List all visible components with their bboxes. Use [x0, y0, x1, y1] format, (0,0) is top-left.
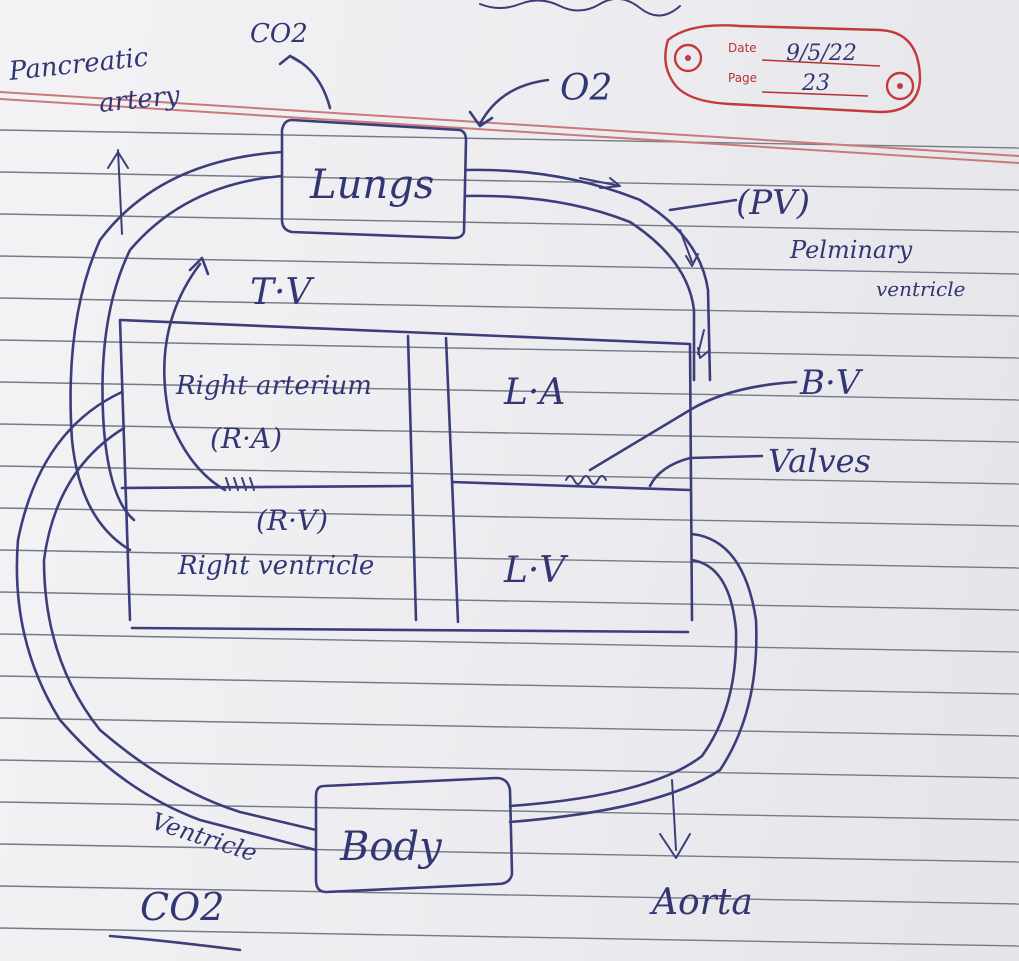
date-value: 9/5/22 [786, 41, 857, 66]
valves-pointer [648, 454, 764, 488]
aorta-vessel [508, 532, 758, 859]
ra-label: (R·A) [210, 422, 282, 455]
co2-top-label: CO2 [250, 19, 308, 49]
co2-bottom-label: CO2 [140, 885, 224, 929]
pancreatic-label-line1: Pancreatic [7, 42, 151, 87]
date-label: Date [728, 41, 757, 55]
lungs-box: Lungs [280, 118, 468, 240]
rv-label: (R·V) [256, 504, 328, 537]
o2-top-label: O2 [560, 68, 612, 109]
vena-cava-vessel [15, 390, 318, 852]
o2-top-arrow [468, 78, 550, 128]
body-label: Body [339, 824, 443, 870]
lv-label: L·V [503, 550, 569, 591]
page-value: 23 [801, 71, 830, 96]
right-ventricle-label: Right ventricle [177, 551, 374, 581]
co2-top-arrow [278, 54, 332, 110]
tv-arrow [162, 256, 227, 492]
margin-lines [0, 91, 1019, 164]
pancreatic-label-line2: artery [98, 81, 182, 119]
bv-label: B·V [799, 363, 864, 403]
top-scribble [479, 0, 681, 17]
date-page-stamp: Date Page 9/5/22 23 [664, 24, 922, 114]
co2-bottom-underline [108, 934, 242, 952]
valves-label: Valves [768, 442, 871, 480]
aorta-label: Aorta [649, 882, 753, 923]
la-label: L·A [503, 372, 565, 413]
mitral-valve-mark [565, 475, 607, 485]
pulmonary-label-line2: ventricle [876, 277, 965, 301]
lungs-label: Lungs [309, 162, 434, 208]
pulmonary-label-line1: Pelminary [789, 236, 913, 264]
tv-label: T·V [250, 272, 315, 313]
pv-pointer [668, 198, 738, 212]
page-label: Page [728, 71, 757, 85]
tricuspid-valve-mark [225, 477, 255, 491]
pv-label: (PV) [736, 183, 810, 223]
right-atrium-label: Right arterium [175, 371, 372, 401]
pulmonary-vein-vessel [464, 168, 712, 382]
pulmonary-artery-vessel [69, 149, 284, 552]
bv-pointer [588, 380, 798, 472]
body-box: Body [314, 776, 514, 894]
ventricle-bottom-label: Ventricle [148, 807, 260, 867]
heart-outline [118, 318, 694, 634]
